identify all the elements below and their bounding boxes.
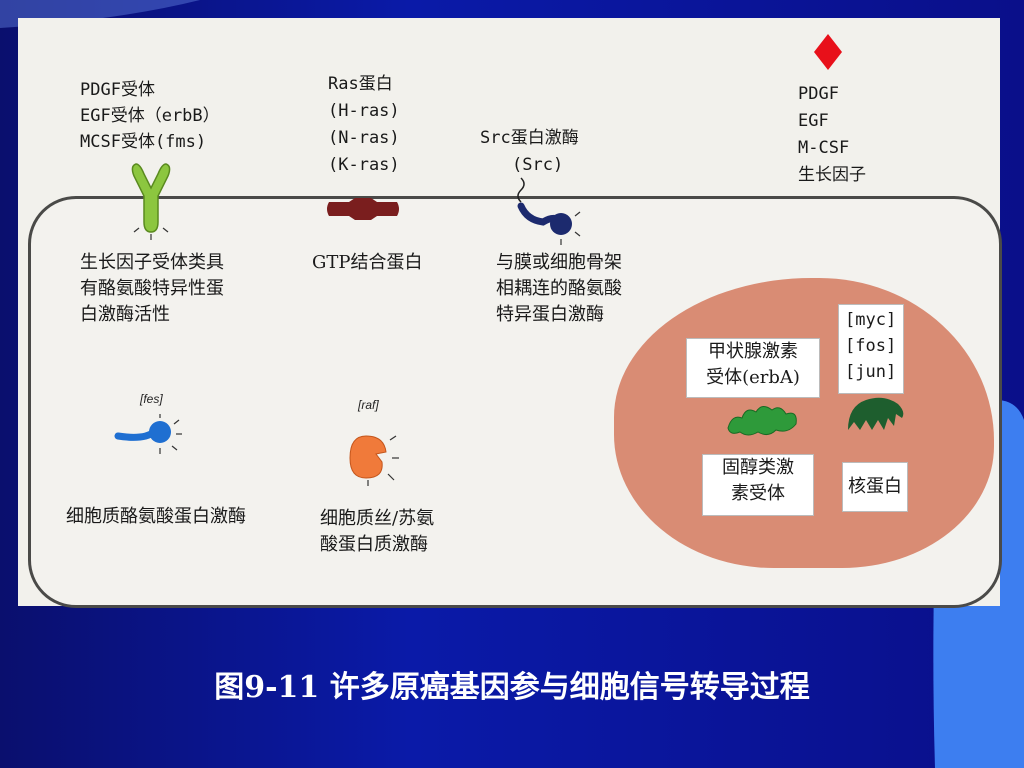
receptor-desc-3: 白激酶活性 [80, 304, 170, 325]
steroid-label-1: 固醇类激 [722, 457, 794, 478]
growth-factor-label-3: M-CSF [798, 138, 850, 158]
steroid-label-2: 素受体 [731, 483, 785, 504]
growth-factor-label-2: EGF [798, 111, 829, 131]
figure-caption: 图9-11 许多原癌基因参与细胞信号转导过程 [214, 670, 810, 705]
gene-jun: [jun] [845, 362, 897, 382]
ras-label-3: (N-ras) [328, 128, 400, 148]
nucleus [614, 278, 994, 568]
fes-kinase-icon [114, 414, 182, 454]
src-label-2: (Src) [512, 155, 564, 175]
ras-label-1: Ras蛋白 [328, 74, 393, 94]
growth-factor-label-4: 生长因子 [798, 165, 866, 185]
thyroid-label-2: 受体(erbA) [706, 367, 800, 388]
ras-protein-icon [327, 198, 399, 220]
receptor-label-3: MCSF受体(fms) [80, 132, 207, 152]
fes-desc: 细胞质酪氨酸蛋白激酶 [66, 506, 246, 527]
thyroid-receptor-icon [727, 406, 797, 436]
receptor-y-icon [131, 163, 171, 240]
gene-fos: [fos] [845, 336, 897, 356]
receptor-desc-2: 有酪氨酸特异性蛋 [80, 278, 224, 299]
nuclear-protein-box: 核蛋白 [842, 462, 908, 512]
raf-desc-2: 酸蛋白质激酶 [320, 534, 428, 555]
receptor-label-1: PDGF受体 [80, 80, 155, 100]
diagram-figure: PDGF受体 EGF受体（erbB） MCSF受体(fms) Ras蛋白 (H-… [18, 18, 1002, 608]
src-desc-1: 与膜或细胞骨架 [496, 252, 622, 273]
src-label-1: Src蛋白激酶 [480, 128, 579, 148]
growth-factor-diamond-icon [814, 34, 842, 70]
nuclear-protein-icon [848, 397, 904, 430]
fes-tag: [fes] [140, 392, 163, 406]
ras-label-2: (H-ras) [328, 101, 400, 121]
steroid-receptor-box: 固醇类激 素受体 [702, 454, 814, 516]
receptor-desc-1: 生长因子受体类具 [80, 252, 224, 273]
src-kinase-icon [517, 177, 581, 245]
thyroid-receptor-box: 甲状腺激素 受体(erbA) [686, 338, 820, 398]
src-desc-2: 相耦连的酪氨酸 [496, 278, 622, 299]
raf-kinase-icon [349, 435, 399, 486]
thyroid-label-1: 甲状腺激素 [708, 341, 798, 362]
raf-desc-1: 细胞质丝/苏氨 [320, 508, 435, 529]
receptor-label-2: EGF受体（erbB） [80, 106, 220, 126]
gtp-label: GTP结合蛋白 [312, 252, 423, 273]
gene-myc: [myc] [845, 310, 897, 330]
ras-label-4: (K-ras) [328, 155, 400, 175]
nuclear-protein-label: 核蛋白 [848, 476, 902, 497]
growth-factor-label-1: PDGF [798, 84, 839, 104]
src-desc-3: 特异蛋白激酶 [496, 304, 604, 325]
raf-tag: [raf] [358, 398, 379, 412]
nuclear-genes-box: [myc] [fos] [jun] [838, 304, 904, 394]
